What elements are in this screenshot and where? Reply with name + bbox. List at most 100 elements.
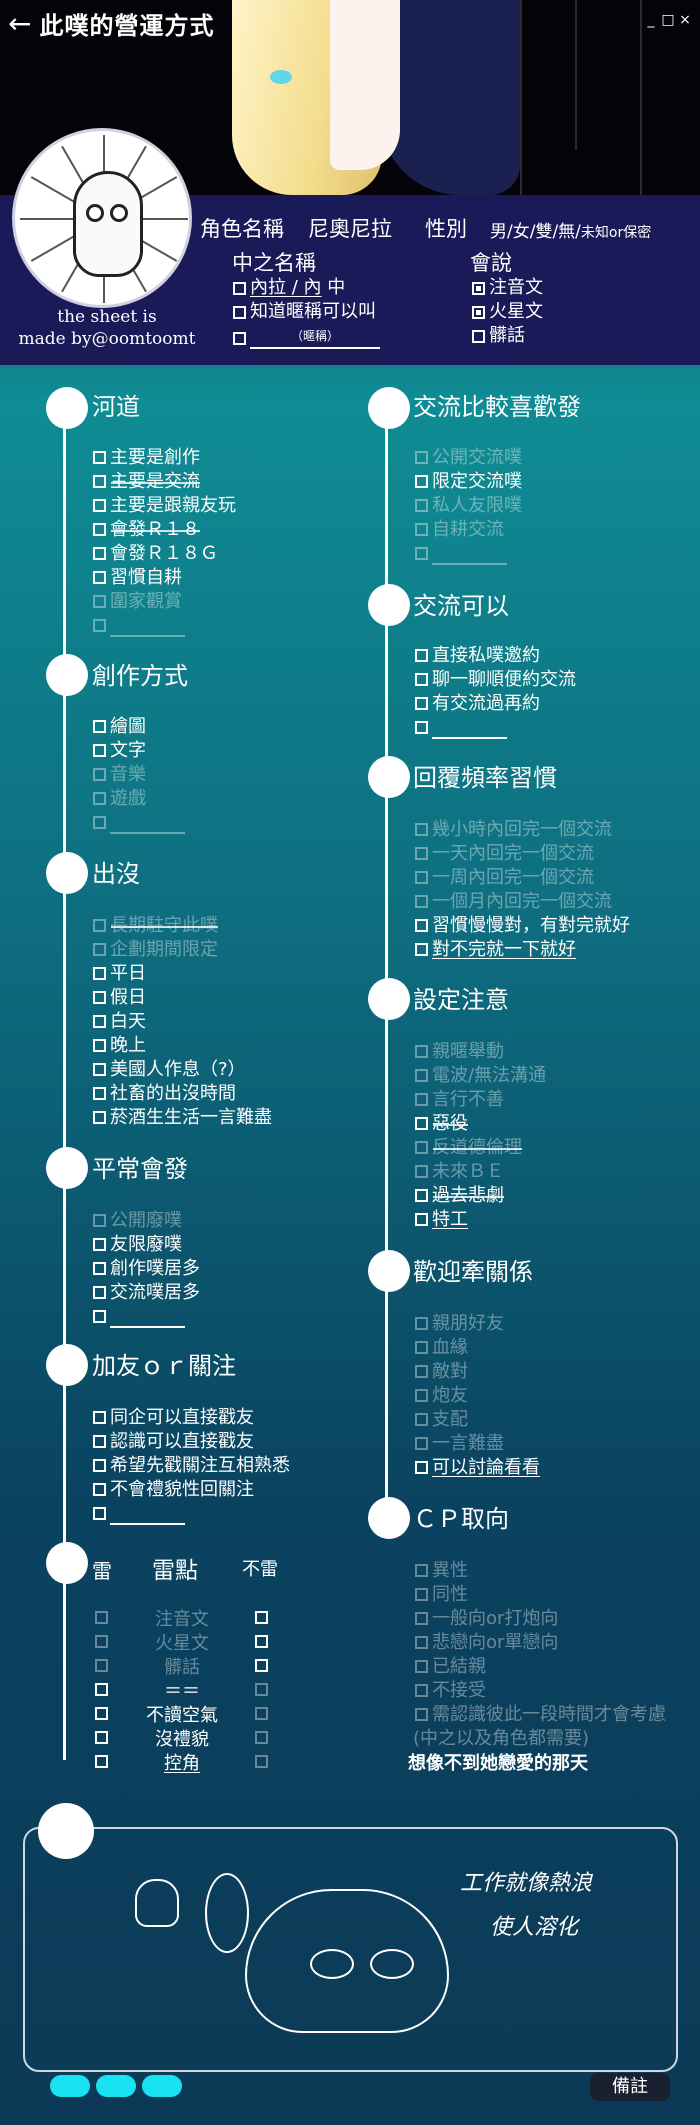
option-item[interactable]: 一天內回完一個交流 — [415, 843, 594, 865]
option-item[interactable]: 繪圖 — [93, 716, 146, 738]
option-item[interactable]: 白天 — [93, 1011, 146, 1033]
option-item[interactable]: 電波/無法溝通 — [415, 1065, 546, 1087]
option-item[interactable]: 希望先戳關注互相熟悉 — [93, 1455, 290, 1477]
speaks-checkbox[interactable] — [472, 329, 485, 343]
speaks-checkbox[interactable] — [472, 281, 485, 295]
option-item[interactable]: 同企可以直接戳友 — [93, 1407, 254, 1429]
minimize-icon[interactable]: _ — [647, 12, 655, 28]
option-item[interactable]: 假日 — [93, 987, 146, 1009]
option-item[interactable]: 自耕交流 — [415, 519, 504, 541]
section-title: 出沒 — [92, 860, 140, 888]
option-item[interactable]: 主要是交流 — [93, 471, 200, 493]
option-item-blank[interactable] — [93, 812, 185, 834]
section-title: 交流可以 — [413, 592, 509, 620]
option-item[interactable]: 特工 — [415, 1209, 468, 1231]
option-item[interactable]: 友限廢噗 — [93, 1234, 182, 1256]
option-item[interactable]: 公開廢噗 — [93, 1210, 182, 1232]
not-mine-checkbox[interactable] — [255, 1659, 268, 1672]
speaks-item[interactable]: 火星文 — [472, 301, 543, 323]
not-mine-checkbox[interactable] — [255, 1611, 268, 1624]
option-item[interactable]: 不接受 — [415, 1680, 486, 1702]
gender-options: 男/女/雙/無/未知or保密 — [490, 222, 652, 242]
option-item-blank[interactable] — [415, 543, 507, 565]
doodle-eye-icon — [310, 1949, 354, 1979]
option-item[interactable]: 主要是創作 — [93, 447, 200, 469]
option-item[interactable]: 習慣慢慢對，有對完就好 — [415, 915, 630, 937]
cp-extra: 想像不到她戀愛的那天 — [408, 1753, 588, 1774]
option-item[interactable]: 反道德倫理 — [415, 1137, 522, 1159]
not-mine-checkbox[interactable] — [255, 1755, 268, 1768]
option-item[interactable]: 一言難盡 — [415, 1433, 504, 1455]
left-timeline — [63, 408, 66, 1760]
option-item[interactable]: 同性 — [415, 1584, 468, 1606]
option-item[interactable]: 親朋好友 — [415, 1313, 504, 1335]
option-item[interactable]: 遊戲 — [93, 788, 146, 810]
option-item[interactable]: 限定交流噗 — [415, 471, 522, 493]
option-item[interactable]: 可以討論看看 — [415, 1457, 540, 1479]
not-mine-checkbox[interactable] — [255, 1731, 268, 1744]
option-item[interactable]: 炮友 — [415, 1385, 468, 1407]
not-mine-checkbox[interactable] — [255, 1707, 268, 1720]
option-item[interactable]: 美國人作息（?） — [93, 1059, 246, 1081]
option-item[interactable]: 圍家觀賞 — [93, 591, 182, 613]
option-item[interactable]: 過去悲劇 — [415, 1185, 504, 1207]
option-item[interactable]: 血緣 — [415, 1337, 468, 1359]
option-item[interactable]: 音樂 — [93, 764, 146, 786]
option-item[interactable]: 有交流過再約 — [415, 693, 540, 715]
option-item[interactable]: 異性 — [415, 1560, 468, 1582]
color-swatch — [142, 2075, 182, 2097]
option-item[interactable]: 聊一聊順便約交流 — [415, 669, 576, 691]
option-item[interactable]: 悲戀向or單戀向 — [415, 1632, 558, 1654]
option-item[interactable]: 文字 — [93, 740, 146, 762]
nickname-blank-checkbox[interactable] — [233, 331, 246, 345]
inner-name-checkbox[interactable] — [233, 281, 246, 295]
option-item-blank[interactable] — [93, 1503, 185, 1525]
option-item[interactable]: 長期駐守此噗 — [93, 915, 218, 937]
option-item[interactable]: 需認識彼此一段時間才會考慮 — [415, 1704, 666, 1726]
maximize-icon[interactable]: □ — [661, 12, 675, 28]
option-item[interactable]: 習慣自耕 — [93, 567, 182, 589]
option-item[interactable]: 交流噗居多 — [93, 1282, 200, 1304]
option-item[interactable]: 公開交流噗 — [415, 447, 522, 469]
speaks-checkbox[interactable] — [472, 305, 485, 319]
option-item[interactable]: 會發Ｒ１８Ｇ — [93, 543, 218, 565]
mine-row: 注音文 — [155, 1609, 209, 1630]
option-item[interactable]: 會發Ｒ１８ — [93, 519, 200, 541]
option-item[interactable]: 親暱舉動 — [415, 1041, 504, 1063]
nickname-checkbox[interactable] — [233, 305, 246, 319]
option-item[interactable]: 惡役 — [415, 1113, 468, 1135]
option-item[interactable]: 幾小時內回完一個交流 — [415, 819, 612, 841]
option-item[interactable]: 晚上 — [93, 1035, 146, 1057]
option-item[interactable]: 企劃期間限定 — [93, 939, 218, 961]
option-item[interactable]: 敵對 — [415, 1361, 468, 1383]
option-item[interactable]: 認識可以直接戳友 — [93, 1431, 254, 1453]
note-button[interactable]: 備註 — [590, 2073, 670, 2101]
speaks-item[interactable]: 髒話 — [472, 325, 525, 347]
option-item[interactable]: 已結親 — [415, 1656, 486, 1678]
option-item[interactable]: 一般向or打炮向 — [415, 1608, 558, 1630]
option-item[interactable]: 菸酒生生活一言難盡 — [93, 1107, 272, 1129]
option-item[interactable]: 不會禮貌性回關注 — [93, 1479, 254, 1501]
option-item-blank[interactable] — [93, 615, 185, 637]
option-item[interactable]: 社畜的出沒時間 — [93, 1083, 236, 1105]
section-title: 雷點 — [152, 1558, 198, 1584]
option-item[interactable]: 對不完就一下就好 — [415, 939, 576, 961]
option-item-blank[interactable] — [415, 717, 507, 739]
option-item-blank[interactable] — [93, 1306, 185, 1328]
not-mine-checkbox[interactable] — [255, 1683, 268, 1696]
close-icon[interactable]: × — [679, 12, 691, 28]
option-item[interactable]: 支配 — [415, 1409, 468, 1431]
option-item[interactable]: 主要是跟親友玩 — [93, 495, 236, 517]
option-item[interactable]: 未來ＢＥ — [415, 1161, 504, 1183]
option-item[interactable]: 言行不善 — [415, 1089, 504, 1111]
character-eye — [270, 70, 292, 84]
speaks-item[interactable]: 注音文 — [472, 277, 543, 299]
option-item[interactable]: 平日 — [93, 963, 146, 985]
option-item[interactable]: 一個月內回完一個交流 — [415, 891, 612, 913]
option-item[interactable]: 一周內回完一個交流 — [415, 867, 594, 889]
option-item[interactable]: 私人友限噗 — [415, 495, 522, 517]
back-arrow-icon[interactable]: ← — [8, 6, 32, 40]
not-mine-checkbox[interactable] — [255, 1635, 268, 1648]
option-item[interactable]: 直接私噗邀約 — [415, 645, 540, 667]
option-item[interactable]: 創作噗居多 — [93, 1258, 200, 1280]
